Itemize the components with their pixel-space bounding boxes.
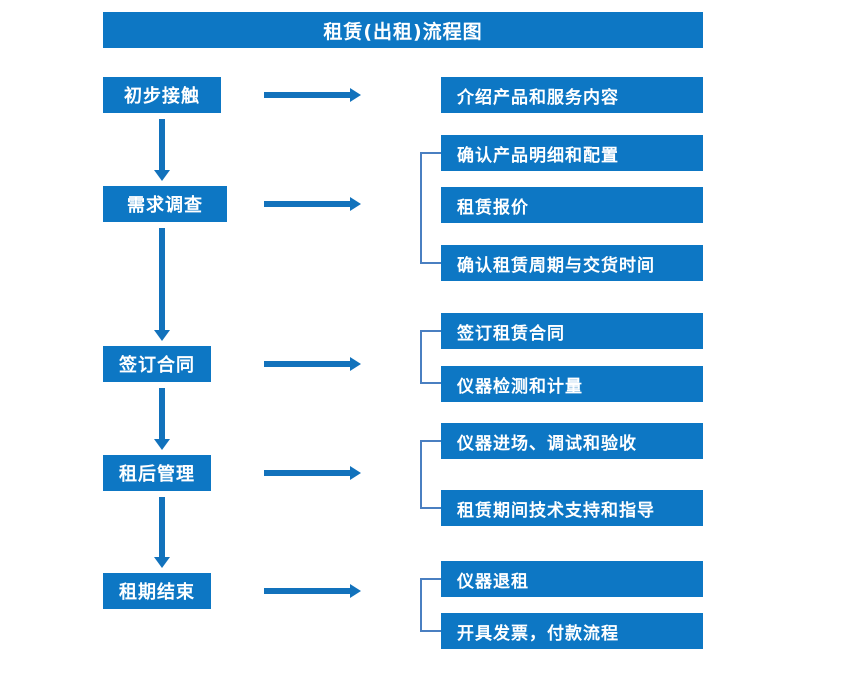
down-arrow-management-to-lease-end <box>151 497 173 568</box>
detail-box-confirm-product-details[interactable]: 确认产品明细和配置 <box>441 135 703 171</box>
stage-box-post-rental-management[interactable]: 租后管理 <box>103 455 211 491</box>
detail-box-sign-lease-contract[interactable]: 签订租赁合同 <box>441 313 703 349</box>
stage-box-initial-contact[interactable]: 初步接触 <box>103 77 221 113</box>
diagram-title: 租赁(出租)流程图 <box>103 12 703 48</box>
down-arrow-contact-to-survey <box>151 119 173 181</box>
down-arrow-contract-to-management <box>151 388 173 450</box>
right-arrow-initial-contact <box>264 88 361 102</box>
bracket-sign-contract-group <box>420 330 441 384</box>
stage-box-lease-end[interactable]: 租期结束 <box>103 573 211 609</box>
bracket-lease-end-group <box>420 578 441 632</box>
detail-box-technical-support-during-lease[interactable]: 租赁期间技术支持和指导 <box>441 490 703 526</box>
detail-box-invoice-payment-process[interactable]: 开具发票，付款流程 <box>441 613 703 649</box>
detail-box-instrument-entry-commissioning-acceptance[interactable]: 仪器进场、调试和验收 <box>441 423 703 459</box>
down-arrow-survey-to-contract <box>151 228 173 341</box>
detail-box-rental-quotation[interactable]: 租赁报价 <box>441 187 703 223</box>
detail-box-confirm-lease-period-delivery[interactable]: 确认租赁周期与交货时间 <box>441 245 703 281</box>
right-arrow-demand-survey <box>264 197 361 211</box>
bracket-post-rental-group <box>420 440 441 509</box>
stage-box-demand-survey[interactable]: 需求调查 <box>103 186 227 222</box>
right-arrow-sign-contract <box>264 357 361 371</box>
detail-box-instrument-inspection-metering[interactable]: 仪器检测和计量 <box>441 366 703 402</box>
detail-box-introduce-products[interactable]: 介绍产品和服务内容 <box>441 77 703 113</box>
detail-box-instrument-return[interactable]: 仪器退租 <box>441 561 703 597</box>
stage-box-sign-contract[interactable]: 签订合同 <box>103 346 211 382</box>
right-arrow-lease-end <box>264 584 361 598</box>
bracket-demand-survey-group <box>420 152 441 264</box>
right-arrow-post-rental-management <box>264 466 361 480</box>
